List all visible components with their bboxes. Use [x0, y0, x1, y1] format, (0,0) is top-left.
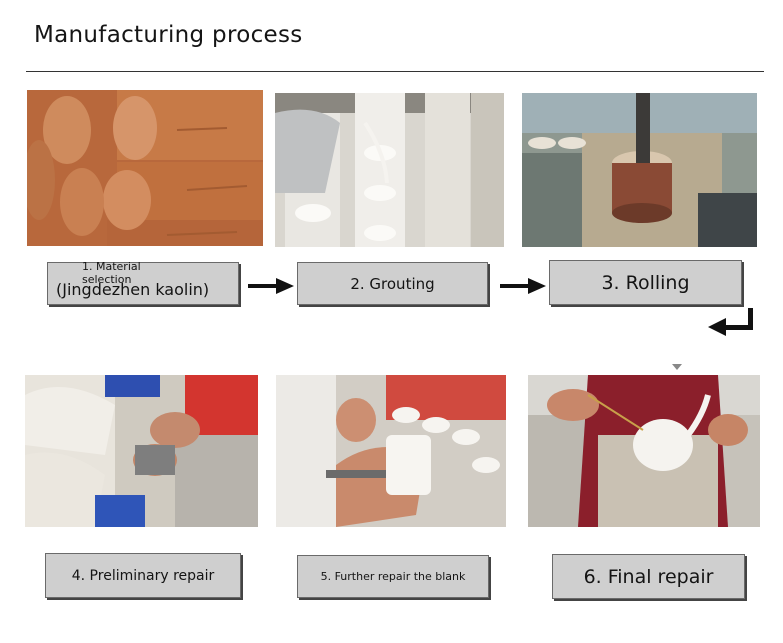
marker-icon	[672, 364, 682, 370]
step-5-label: 5. Further repair the blank	[297, 555, 489, 598]
arrow-right-icon	[500, 278, 546, 294]
photo-preliminary-repair	[25, 375, 258, 527]
title-divider	[26, 71, 764, 72]
arrow-return-icon	[708, 308, 753, 336]
page-title: Manufacturing process	[34, 22, 303, 48]
photo-material-selection	[27, 90, 263, 246]
photo-further-repair	[276, 375, 506, 527]
step-4-label: 4. Preliminary repair	[45, 553, 241, 598]
step-1-label-bottom: (Jingdezhen kaolin)	[56, 280, 210, 299]
arrow-right-icon	[248, 278, 294, 294]
step-1-label: 1. Material selection (Jingdezhen kaolin…	[47, 260, 239, 305]
photo-grouting	[275, 93, 504, 247]
step-6-label: 6. Final repair	[552, 554, 745, 599]
step-1-label-top: 1. Material selection	[82, 260, 141, 286]
step-3-label: 3. Rolling	[549, 260, 742, 305]
photo-final-repair	[528, 375, 760, 527]
step-2-label: 2. Grouting	[297, 262, 488, 305]
photo-rolling	[522, 93, 757, 247]
